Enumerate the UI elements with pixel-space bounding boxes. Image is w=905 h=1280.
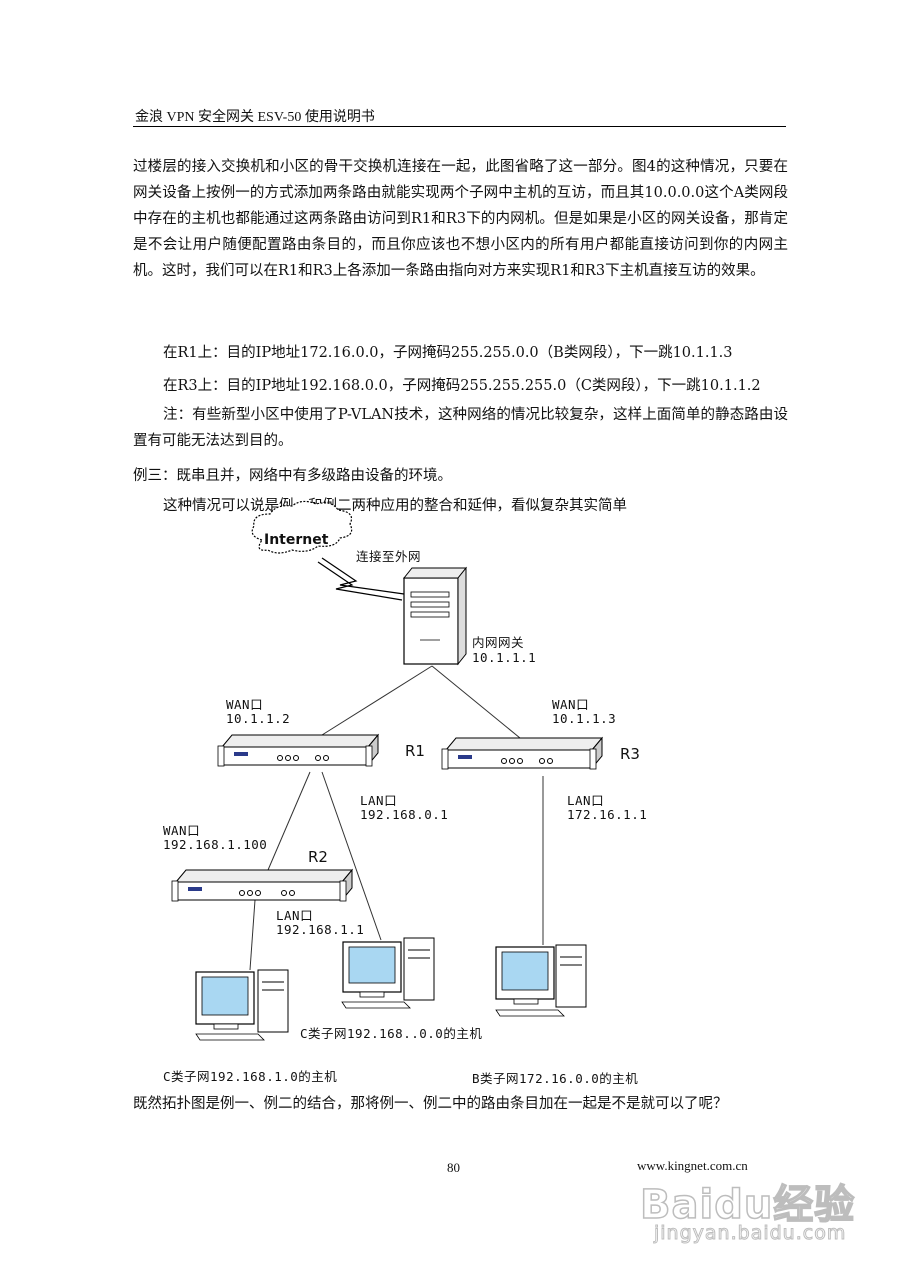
router-r1-icon <box>217 733 380 767</box>
r3-lan-ip: 172.16.1.1 <box>567 807 648 822</box>
router-r2-icon <box>171 868 354 902</box>
page-number: 80 <box>447 1160 460 1175</box>
example-3-heading: 例三：既串且并，网络中有多级路由设备的环境。 <box>133 468 452 484</box>
internet-cloud-icon <box>251 500 353 554</box>
r2-name: R2 <box>308 848 328 866</box>
host-c0-caption: C类子网192.168..0.0的主机 <box>300 1026 483 1041</box>
r2-lan-ip: 192.168.1.1 <box>276 922 365 937</box>
baidu-watermark-url: jingyan.baidu.com <box>653 1222 847 1245</box>
r1-lan-label: LAN口 <box>360 793 398 808</box>
r2-wan-ip: 192.168.1.100 <box>163 837 268 852</box>
internet-label: Internet <box>264 532 329 548</box>
baidu-watermark: Baidu经验 <box>639 1181 856 1229</box>
r1-name: R1 <box>405 742 425 760</box>
r3-wan-label: WAN口 <box>552 697 590 712</box>
r1-wan-ip: 10.1.1.2 <box>226 711 291 726</box>
router-r3-icon <box>441 736 604 770</box>
r2-lan-label: LAN口 <box>276 908 314 923</box>
gateway-ip: 10.1.1.1 <box>472 650 537 665</box>
r3-name: R3 <box>620 745 640 763</box>
wan-link-icon <box>317 561 403 601</box>
pc-c1-icon <box>195 969 289 1041</box>
connect-label: 连接至外网 <box>356 549 422 564</box>
host-c1-caption: C类子网192.168.1.0的主机 <box>163 1069 338 1084</box>
pc-b-icon <box>495 944 587 1017</box>
r2-wan-label: WAN口 <box>163 823 201 838</box>
pc-c0-icon <box>341 937 435 1009</box>
r1-wan-label: WAN口 <box>226 697 264 712</box>
gateway-server-icon <box>402 566 468 666</box>
footer-url: www.kingnet.com.cn <box>637 1158 748 1173</box>
host-b-caption: B类子网172.16.0.0的主机 <box>472 1071 639 1086</box>
r1-lan-ip: 192.168.0.1 <box>360 807 449 822</box>
route-r1: 在R1上：目的IP地址172.16.0.0，子网掩码255.255.0.0（B类… <box>163 345 733 361</box>
conclusion-sentence: 既然拓扑图是例一、例二的结合，那将例一、例二中的路由条目加在一起是不是就可以了呢… <box>133 1096 728 1112</box>
r3-lan-label: LAN口 <box>567 793 605 808</box>
gateway-label: 内网网关 <box>472 635 525 650</box>
document-header: 金浪 VPN 安全网关 ESV-50 使用说明书 <box>135 110 375 125</box>
route-r3: 在R3上：目的IP地址192.168.0.0，子网掩码255.255.255.0… <box>163 378 761 394</box>
header-rule <box>133 126 786 127</box>
paragraph-1: 过楼层的接入交换机和小区的骨干交换机连接在一起，此图省略了这一部分。图4的这种情… <box>133 159 788 279</box>
r3-wan-ip: 10.1.1.3 <box>552 711 617 726</box>
note-paragraph: 注：有些新型小区中使用了P-VLAN技术，这种网络的情况比较复杂，这样上面简单的… <box>133 407 788 449</box>
